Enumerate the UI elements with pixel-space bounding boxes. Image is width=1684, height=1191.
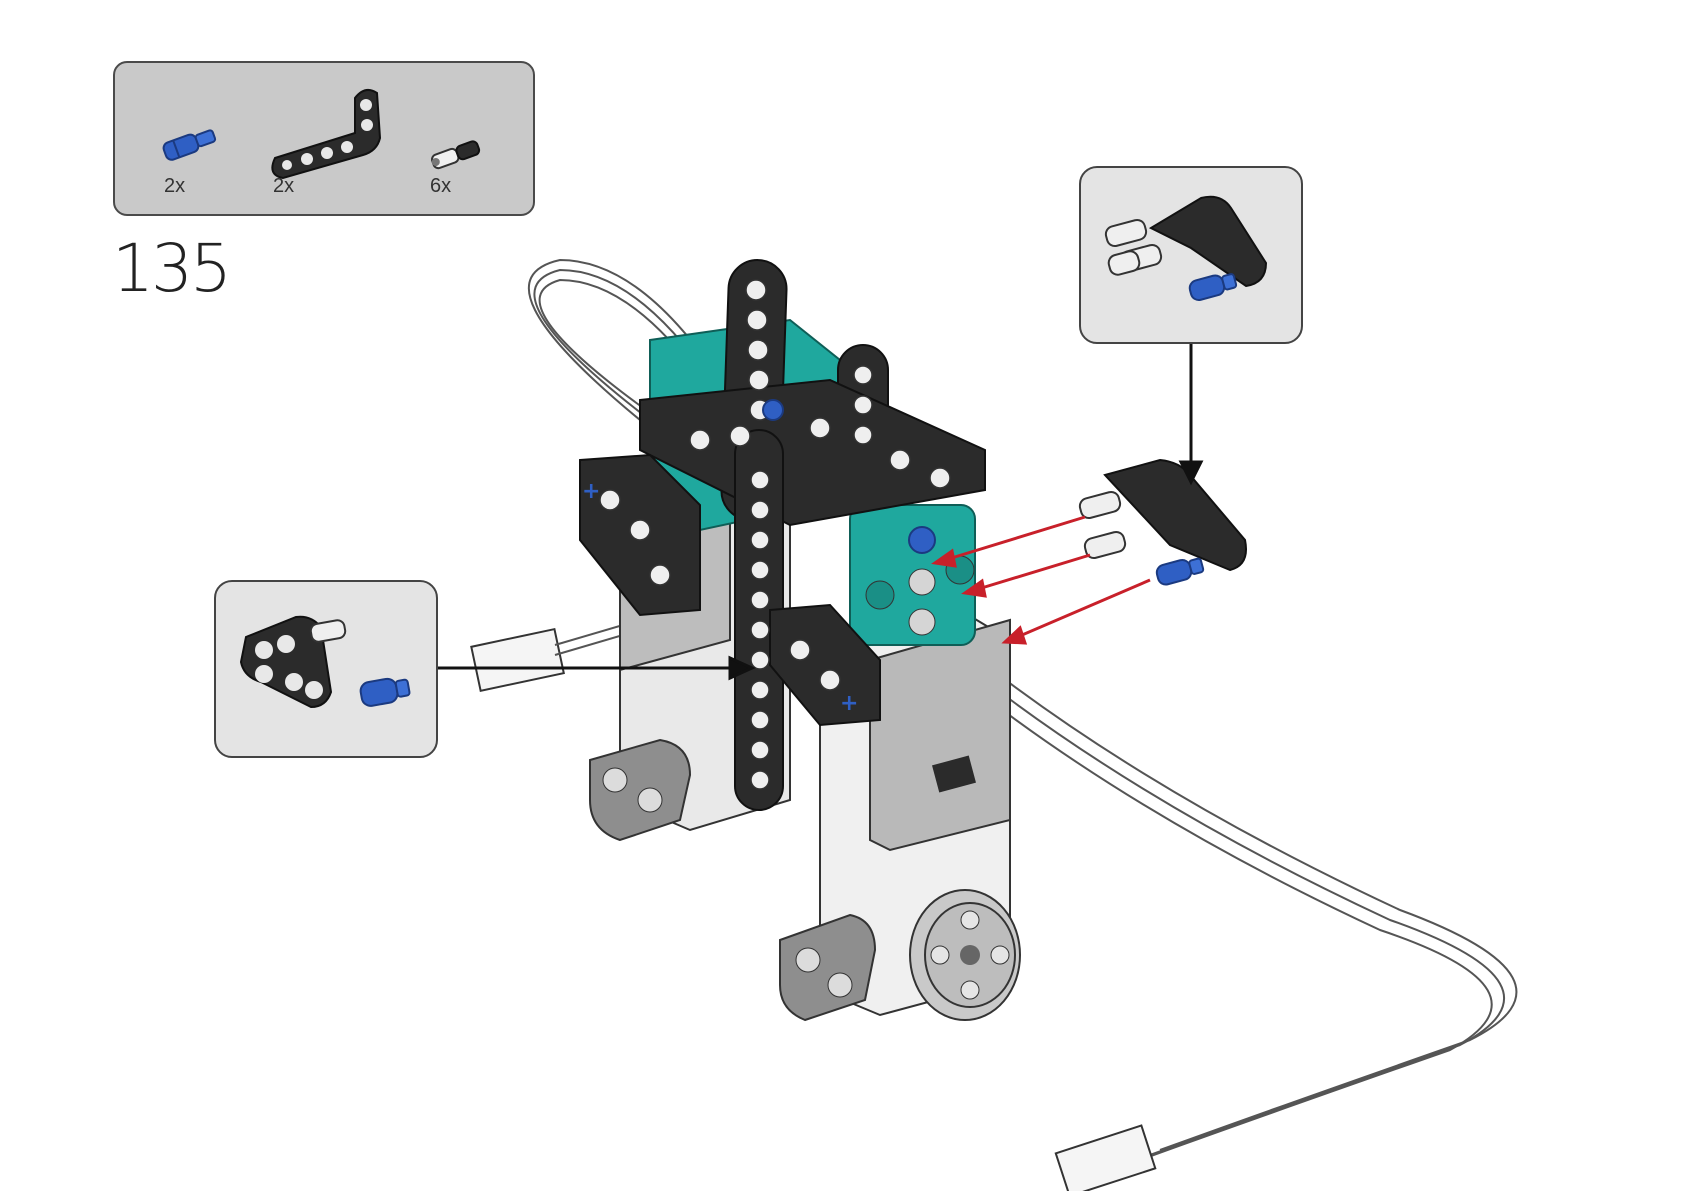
red-arrows [931,515,1151,645]
blue-pins-installed: + + [582,399,858,716]
black-arrows [438,344,1204,681]
blue-pin-icon [359,677,411,707]
cable-long [914,623,1518,1161]
part-quantity: 6x [430,175,452,197]
left-motor [589,488,791,842]
step-number: 135 [112,230,232,307]
svg-text:+: + [840,691,858,716]
svg-text:+: + [582,479,600,504]
l-beam-icon [271,88,382,180]
callout-left-detail [214,580,438,758]
right-detail-illustration [1104,195,1268,302]
beam-holes [599,279,951,790]
left-detail-illustration [239,615,411,709]
parts-list-panel: 2x 2x 6x [113,61,535,216]
parts-icons [162,88,481,180]
cable-top [527,258,721,421]
incoming-beam-right [1078,458,1247,586]
lego-logo-icon [932,755,976,793]
teal-frame [649,318,976,646]
cable-connector-bottom [1054,1124,1157,1191]
right-motor [779,608,1021,1022]
blue-pin-icon [1188,273,1238,302]
friction-pin-icon [431,140,481,170]
cable-connector-left [470,619,641,692]
black-beams [579,259,986,811]
part-quantity: 2x [273,175,295,197]
part-quantity: 2x [164,175,186,197]
callout-right-detail [1079,166,1303,344]
blue-axle-pin-icon [162,129,217,161]
